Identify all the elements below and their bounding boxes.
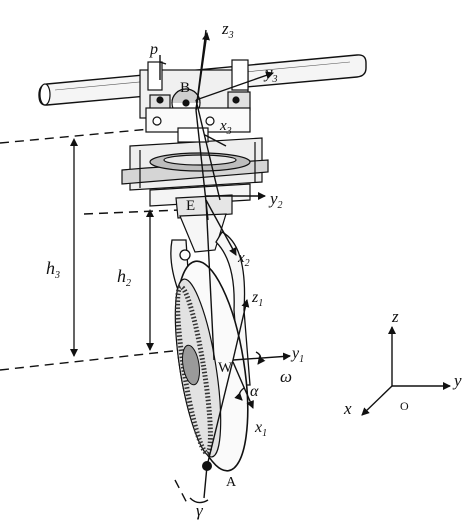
label-y2: y2 — [268, 189, 283, 211]
bottom-reference-line — [0, 349, 183, 371]
alpha-arc — [234, 387, 245, 401]
y3-axis — [195, 71, 274, 101]
column-line-a — [195, 99, 221, 201]
label-world-y: y — [452, 371, 462, 390]
middle-reference-line — [83, 209, 181, 215]
label-origin: O — [400, 399, 409, 413]
x1-axis — [232, 361, 254, 409]
label-x3: x3 — [219, 118, 232, 137]
wheel-radius-line — [206, 359, 234, 467]
fork-axis — [205, 199, 215, 361]
label-gamma: γ — [196, 501, 204, 520]
world-frame — [361, 326, 451, 416]
label-A: A — [226, 475, 237, 490]
label-h2: h2 — [117, 266, 131, 289]
label-omega: ω — [280, 367, 292, 386]
label-E: E — [186, 198, 195, 214]
frame-body — [175, 194, 233, 253]
label-y1: y1 — [290, 345, 304, 365]
label-W: W — [218, 360, 233, 376]
column-tick — [204, 134, 227, 147]
wheel-axes — [189, 299, 291, 504]
label-p: p — [149, 41, 158, 58]
label-x2: x2 — [237, 250, 250, 269]
omega-arc — [255, 351, 266, 365]
label-x1: x1 — [254, 419, 267, 439]
column-axes — [159, 29, 274, 361]
gamma-arc — [189, 497, 209, 504]
labels: z3 p B y3 x3 y2 E x2 h3 h2 z1 y1 W ω α x… — [46, 19, 462, 520]
z3-axis — [195, 32, 210, 111]
label-world-z: z — [391, 307, 399, 326]
label-z1: z1 — [251, 289, 263, 309]
wheel — [174, 260, 249, 472]
x2-axis — [205, 199, 237, 256]
top-reference-line — [0, 128, 151, 144]
reference-dashed-lines — [0, 128, 189, 506]
height-dimensions — [70, 138, 154, 357]
gimbal-clamp — [139, 59, 251, 133]
label-h3: h3 — [46, 258, 60, 281]
label-z3: z3 — [221, 19, 234, 41]
contact-point — [202, 461, 212, 471]
label-y3: y3 — [263, 63, 278, 85]
tilt-reference-left — [174, 479, 189, 506]
tilt-vertical-line — [203, 465, 208, 499]
turntable-housing — [121, 127, 269, 207]
world-x-axis — [361, 385, 393, 416]
label-B: B — [180, 80, 190, 96]
label-alpha: α — [250, 383, 259, 400]
label-world-x: x — [343, 399, 352, 418]
z1-axis — [232, 299, 250, 361]
p-tick — [159, 61, 167, 65]
